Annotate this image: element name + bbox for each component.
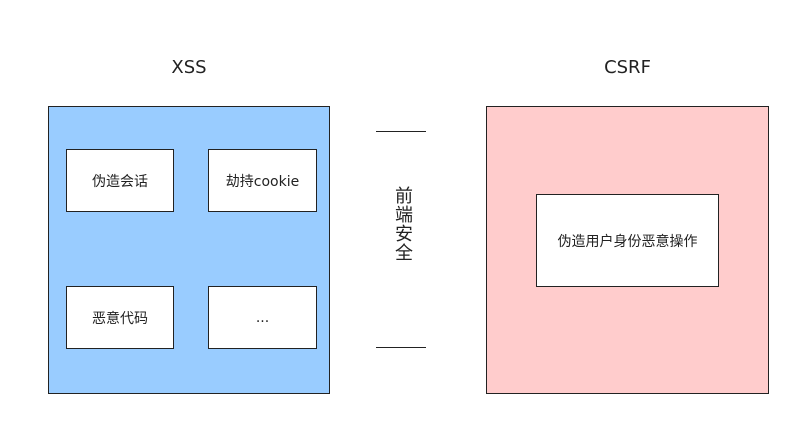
xss-item-forge-session: 伪造会话: [66, 149, 174, 212]
divider-bottom: [376, 347, 426, 348]
xss-item-malicious-code: 恶意代码: [66, 286, 174, 349]
xss-title: XSS: [171, 57, 207, 78]
csrf-item-forge-identity: 伪造用户身份恶意操作: [536, 194, 719, 287]
xss-item-ellipsis: ...: [208, 286, 317, 349]
divider-top: [376, 131, 426, 132]
csrf-title: CSRF: [604, 57, 651, 78]
xss-panel: 伪造会话 劫持cookie 恶意代码 ...: [48, 106, 330, 394]
center-label: 前端安全: [392, 186, 413, 262]
xss-item-hijack-cookie: 劫持cookie: [208, 149, 317, 212]
csrf-panel: 伪造用户身份恶意操作: [486, 106, 769, 394]
